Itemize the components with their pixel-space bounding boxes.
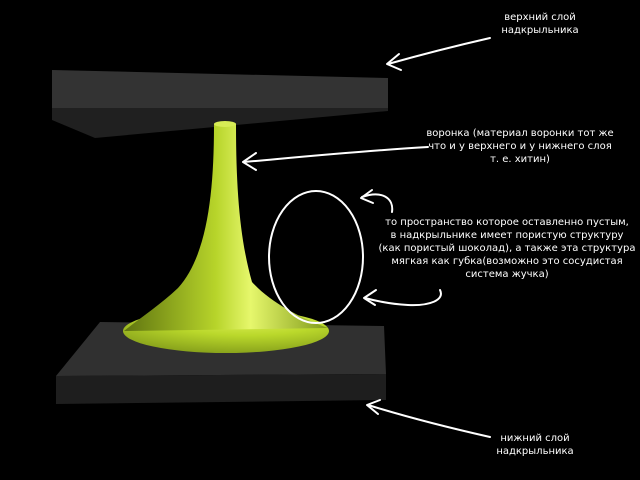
empty-space-label-line: мягкая как губка(возможно это сосудистая xyxy=(391,256,623,267)
bottom-plate-front xyxy=(56,374,386,404)
bottom-layer-label-line: надкрыльника xyxy=(496,446,574,457)
empty-space-label-line: в надкрыльнике имеет пористую структуру xyxy=(390,230,624,241)
empty-space-label: то пространство которое оставленно пусты… xyxy=(372,216,640,281)
empty-space-label-line: система жучка) xyxy=(465,269,549,280)
funnel-label: воронка (материал воронки тот же что и у… xyxy=(420,127,620,166)
funnel-label-line: воронка (материал воронки тот же xyxy=(426,128,614,139)
funnel-label-line: т. е. хитин) xyxy=(490,154,550,165)
curved-arrow-upper xyxy=(360,189,394,213)
top-layer-label-line: надкрыльника xyxy=(501,25,579,36)
bottom-layer-label-line: нижний слой xyxy=(500,433,570,444)
funnel-label-line: что и у верхнего и у нижнего слоя xyxy=(428,141,612,152)
top-layer-label: верхний слой надкрыльника xyxy=(470,11,610,37)
funnel-body xyxy=(124,124,328,331)
top-plate-front xyxy=(52,70,388,108)
arrow-to-top-layer xyxy=(386,37,491,71)
funnel-top-rim xyxy=(214,121,236,127)
curved-arrow-lower xyxy=(363,289,442,307)
arrow-to-bottom-layer xyxy=(366,399,491,438)
empty-space-label-line: (как пористый шоколад), а также эта стру… xyxy=(378,243,636,254)
empty-space-ellipse xyxy=(268,190,364,324)
arrow-to-funnel xyxy=(242,146,429,171)
empty-space-label-line: то пространство которое оставленно пусты… xyxy=(385,217,629,228)
funnel xyxy=(123,121,329,353)
top-layer-label-line: верхний слой xyxy=(504,12,576,23)
bottom-layer-label: нижний слой надкрыльника xyxy=(465,432,605,458)
